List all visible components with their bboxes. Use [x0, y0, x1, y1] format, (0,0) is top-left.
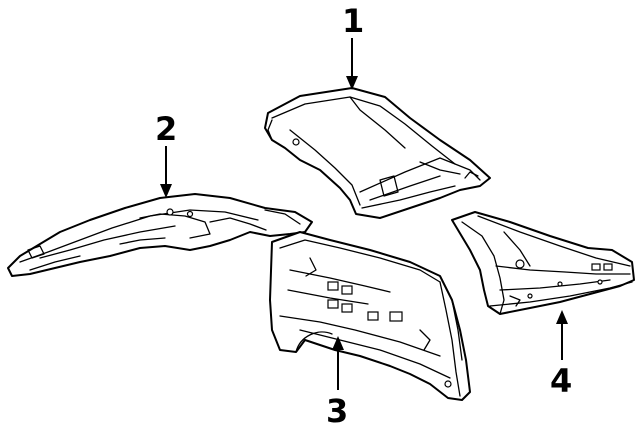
callout-3-label: 3 — [326, 392, 348, 430]
callout-3: 3 — [326, 336, 348, 430]
callout-4-label: 4 — [550, 362, 572, 400]
part-3-side-panel[interactable] — [269, 231, 471, 401]
callout-2: 2 — [155, 110, 177, 198]
callout-1: 1 — [342, 2, 364, 90]
part-1-panel[interactable] — [264, 87, 491, 219]
callout-4: 4 — [550, 310, 572, 400]
callout-2-label: 2 — [155, 110, 177, 148]
part-2-member[interactable] — [7, 193, 313, 277]
callout-1-label: 1 — [342, 2, 364, 40]
part-4-bracket[interactable] — [451, 211, 635, 315]
